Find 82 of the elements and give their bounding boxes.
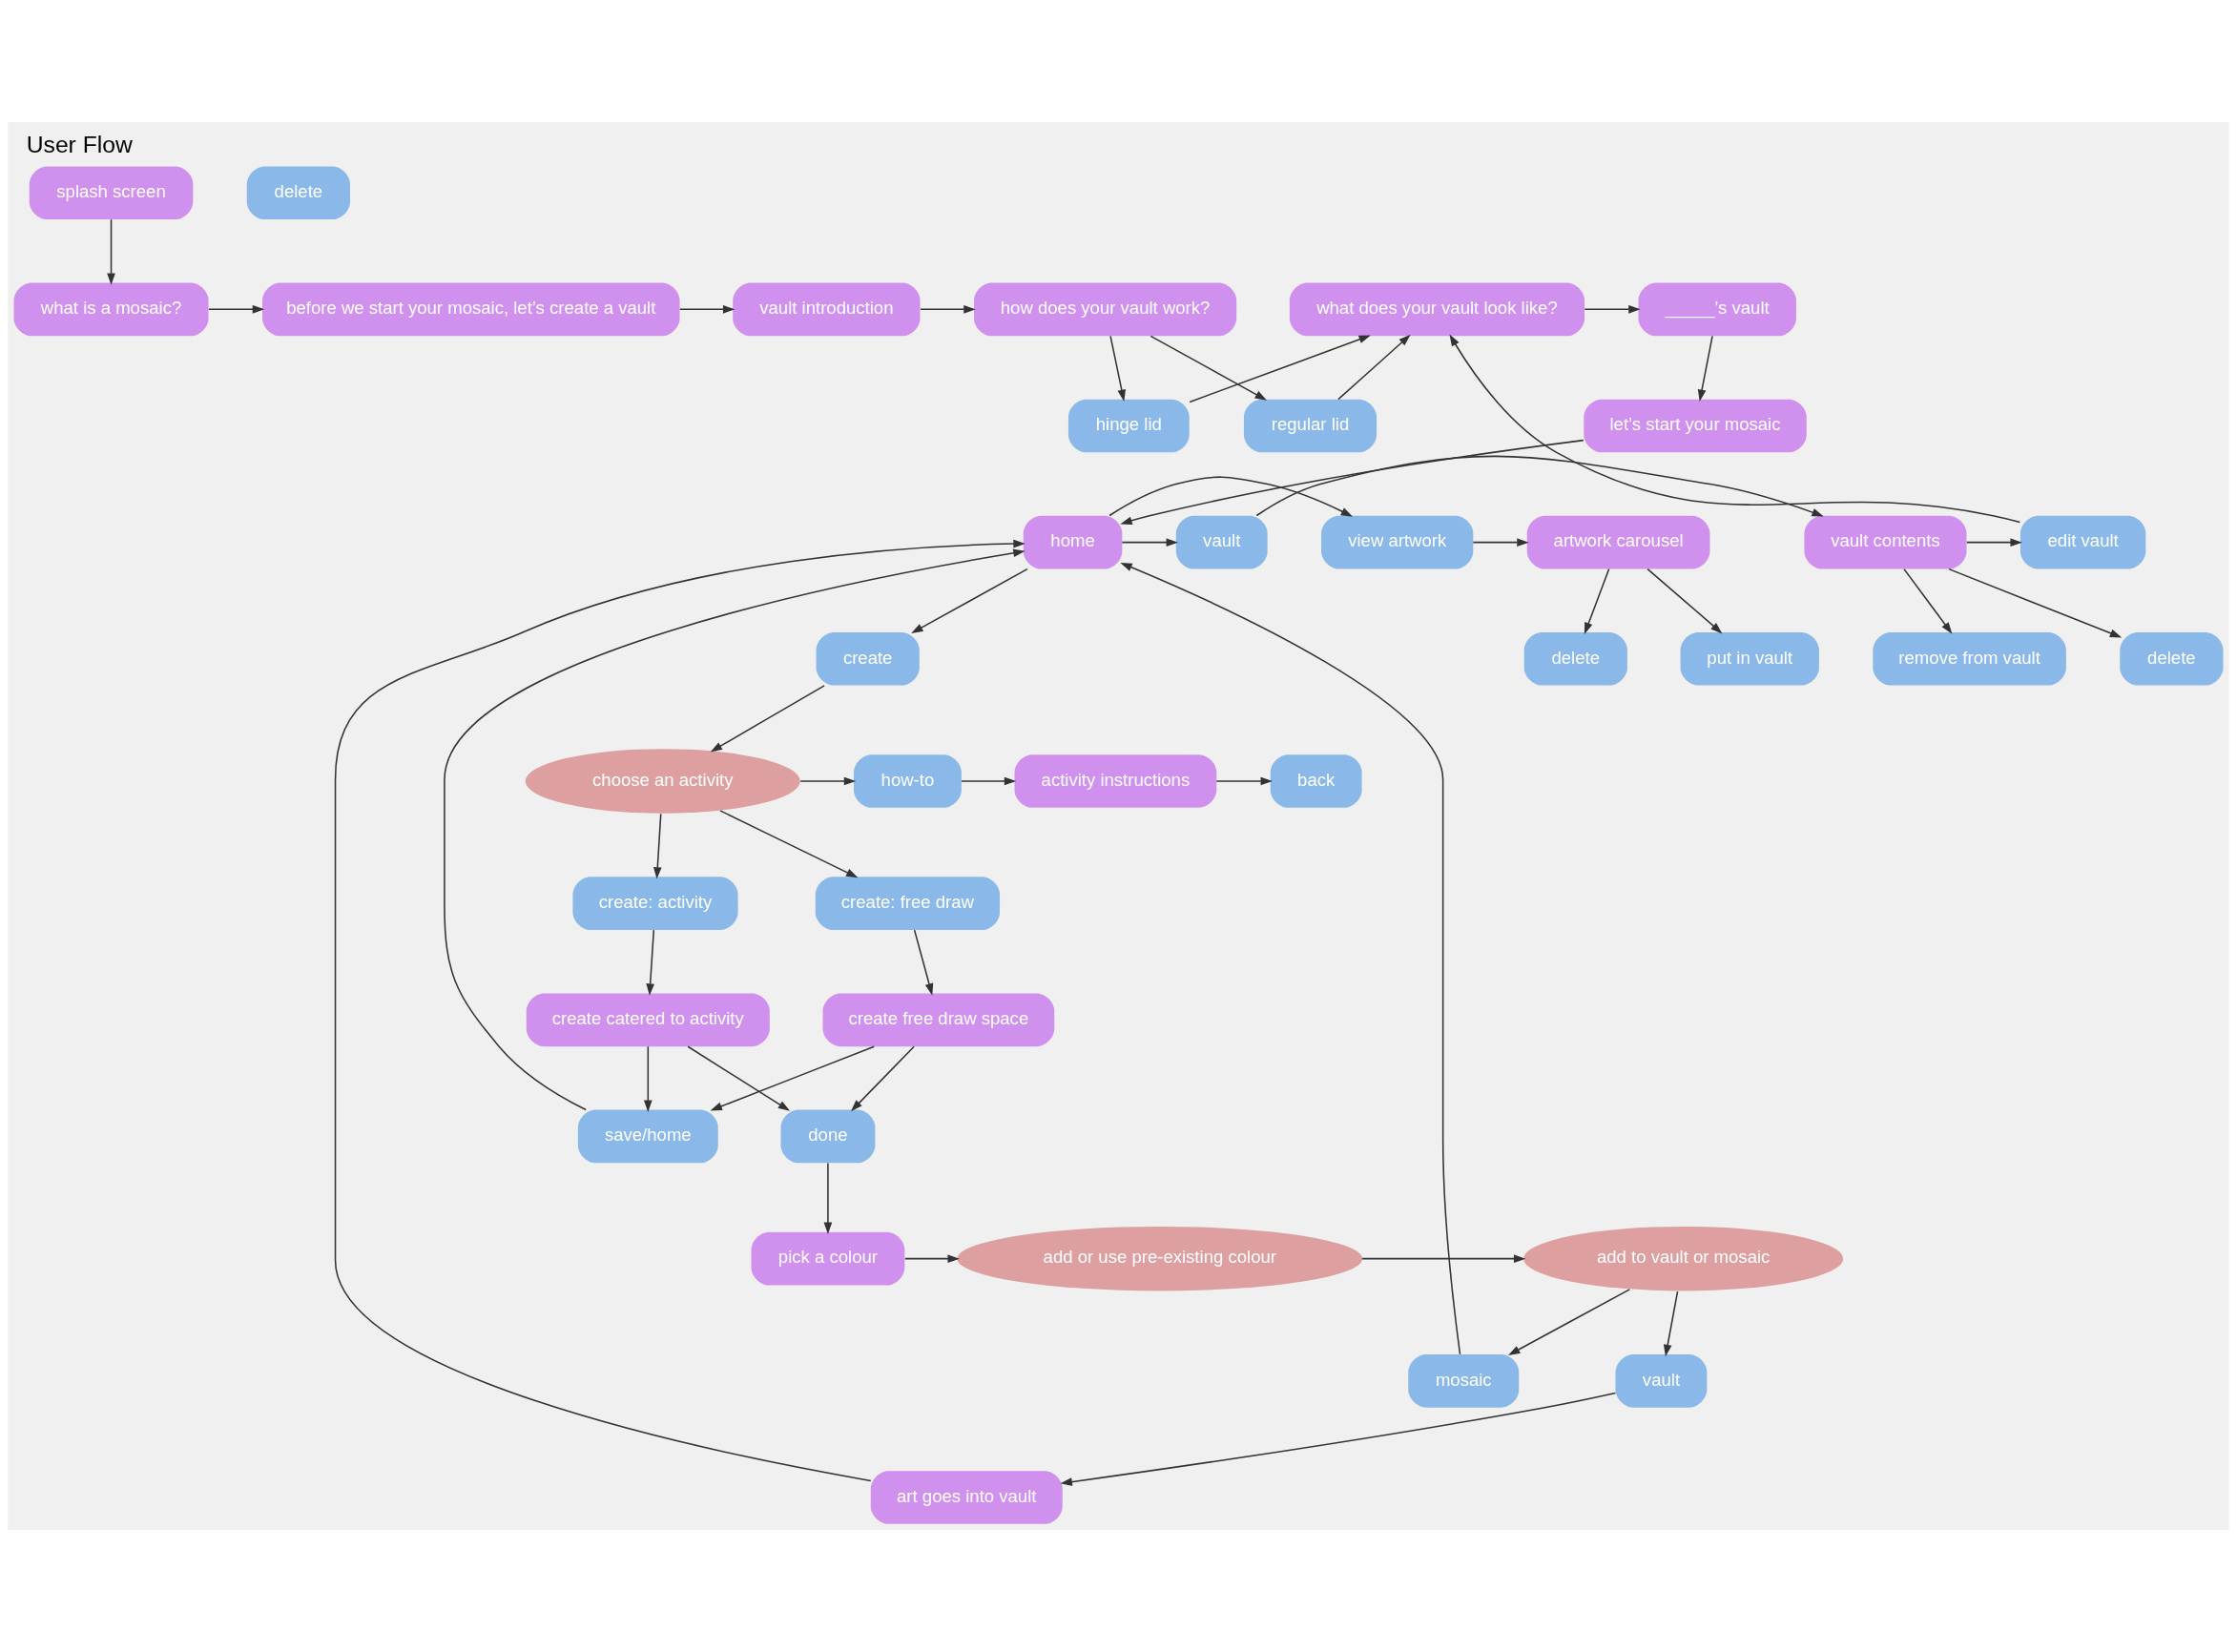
arrow <box>1697 335 1713 402</box>
node-box: what does your vault look like? <box>1289 282 1585 337</box>
node-box: create: free draw <box>815 877 1001 930</box>
node-box: artwork carousel <box>1526 515 1710 569</box>
arrow <box>1948 568 2123 638</box>
arrow <box>1150 335 1267 401</box>
arrow <box>643 1045 652 1112</box>
arrow <box>334 539 1025 1482</box>
arrow <box>1337 334 1411 401</box>
node-ellipse: add to vault or mosaic <box>1523 1226 1844 1291</box>
node-box: vault <box>1615 1354 1708 1408</box>
node-box: create catered to activity <box>526 993 770 1047</box>
arrow <box>1472 538 1529 547</box>
node-box: home <box>1023 515 1123 569</box>
arrow <box>1966 538 2022 547</box>
node-box: create <box>816 631 920 686</box>
node-box: back <box>1270 754 1362 808</box>
arrow <box>710 685 825 753</box>
arrow <box>1584 305 1641 314</box>
node-box: save/home <box>577 1109 718 1164</box>
node-box: mosaic <box>1408 1354 1520 1408</box>
arrow <box>646 929 655 996</box>
arrow <box>1507 1289 1631 1355</box>
node-box: activity instructions <box>1014 754 1217 808</box>
arrow <box>799 776 857 786</box>
node-box: what is a mosaic? <box>13 282 209 337</box>
arrow <box>652 813 662 879</box>
node-box: how-to <box>854 754 962 808</box>
node-box: done <box>780 1109 876 1164</box>
node-box: splash screen <box>29 166 194 220</box>
node-box: regular lid <box>1243 399 1377 453</box>
arrow <box>1449 334 2021 524</box>
diagram-title: User Flow <box>26 132 133 158</box>
arrow <box>1060 1392 1617 1486</box>
arrow <box>1109 335 1127 402</box>
arrow <box>1120 562 1461 1355</box>
arrow <box>913 929 934 996</box>
arrow <box>1108 476 1354 517</box>
arrow <box>1121 538 1178 547</box>
arrow <box>961 776 1017 786</box>
node-box: remove from vault <box>1873 631 2066 686</box>
arrow <box>719 810 859 878</box>
arrow <box>1903 568 1953 634</box>
arrow <box>904 1254 960 1263</box>
node-box: create: activity <box>572 877 738 930</box>
node-box: vault <box>1175 515 1268 569</box>
node-box: view artwork <box>1321 515 1474 569</box>
arrow <box>1215 776 1273 786</box>
arrow <box>1255 455 1824 517</box>
node-ellipse: choose an activity <box>525 749 800 814</box>
node-box: how does your vault work? <box>974 282 1237 337</box>
arrow <box>920 305 976 314</box>
node-box: edit vault <box>2020 515 2146 569</box>
arrow <box>208 305 265 314</box>
arrow <box>1584 568 1610 635</box>
node-box: vault introduction <box>733 282 921 337</box>
node-box: delete <box>246 166 350 220</box>
arrow <box>107 218 115 285</box>
node-box: vault contents <box>1804 515 1967 569</box>
arrow <box>1361 1254 1526 1263</box>
arrow <box>850 1045 915 1112</box>
node-ellipse: add or use pre-existing colour <box>957 1226 1363 1291</box>
node-box: put in vault <box>1680 631 1819 686</box>
arrow <box>710 1045 876 1111</box>
node-box: delete <box>1523 631 1627 686</box>
node-box: delete <box>2120 631 2224 686</box>
node-box: hinge lid <box>1067 399 1190 453</box>
arrow <box>1647 568 1723 634</box>
arrow <box>1120 439 1585 526</box>
node-box: before we start your mosaic, let’s create a vault <box>262 282 680 337</box>
node-box: let’s start your mosaic <box>1584 399 1807 453</box>
node-box: pick a colour <box>751 1231 905 1286</box>
arrow <box>444 548 1025 1111</box>
arrow <box>823 1162 833 1234</box>
arrow <box>1663 1291 1679 1357</box>
arrow <box>1189 335 1371 403</box>
node-box: create free draw space <box>822 993 1055 1047</box>
arrow <box>687 1045 791 1111</box>
arrow <box>679 305 735 314</box>
node-box: _____’s vault <box>1638 282 1796 337</box>
arrow <box>911 568 1028 633</box>
node-box: art goes into vault <box>870 1471 1063 1524</box>
